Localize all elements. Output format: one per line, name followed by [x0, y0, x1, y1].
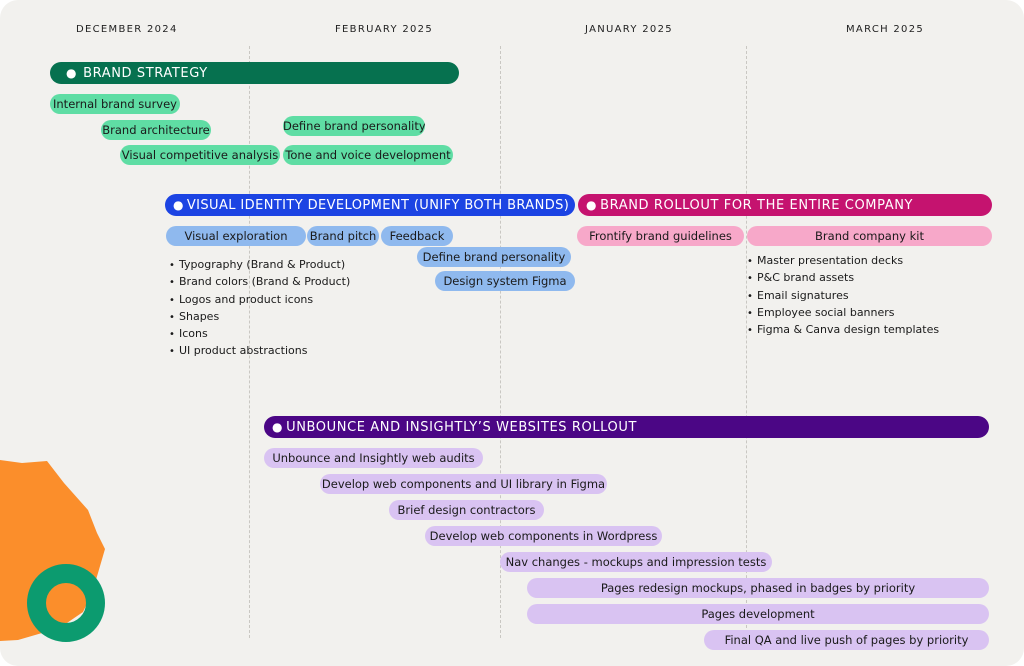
- list-item: Email signatures: [747, 288, 939, 305]
- task-feedback: Feedback: [381, 226, 453, 246]
- green-ring-shape: [27, 564, 105, 642]
- bullet-dot-icon: ●: [586, 198, 598, 212]
- list-item: Shapes: [169, 309, 350, 326]
- task-internal-brand-survey: Internal brand survey: [50, 94, 180, 114]
- list-item: Figma & Canva design templates: [747, 322, 939, 339]
- task-pages-redesign-mockups: Pages redesign mockups, phased in badges…: [527, 578, 989, 598]
- task-visual-competitive-analysis: Visual competitive analysis: [120, 145, 280, 165]
- month-label-1: DECEMBER 2024: [76, 24, 178, 35]
- bullet-dot-icon: ●: [66, 66, 78, 80]
- list-item: Logos and product icons: [169, 292, 350, 309]
- task-web-components-wordpress: Develop web components in Wordpress: [425, 526, 662, 546]
- list-item: Brand colors (Brand & Product): [169, 274, 350, 291]
- task-brand-pitch: Brand pitch: [307, 226, 379, 246]
- brand-rollout-bar: ●BRAND ROLLOUT FOR THE ENTIRE COMPANY: [578, 194, 992, 216]
- task-nav-changes: Nav changes - mockups and impression tes…: [500, 552, 772, 572]
- list-item: UI product abstractions: [169, 343, 350, 360]
- bullet-dot-icon: ●: [272, 420, 284, 434]
- websites-rollout-bar: ●UNBOUNCE AND INSIGHTLY’S WEBSITES ROLLO…: [264, 416, 989, 438]
- task-define-brand-personality: Define brand personality: [283, 116, 425, 136]
- orange-blob-shape: [0, 460, 105, 641]
- visual-identity-title: VISUAL IDENTITY DEVELOPMENT (UNIFY BOTH …: [186, 198, 570, 213]
- brand-rollout-deliverables-list: Master presentation decks P&C brand asse…: [747, 253, 939, 339]
- task-define-brand-personality-2: Define brand personality: [417, 247, 571, 267]
- task-pages-development: Pages development: [527, 604, 989, 624]
- websites-rollout-title: UNBOUNCE AND INSIGHTLY’S WEBSITES ROLLOU…: [286, 420, 638, 435]
- task-brief-design-contractors: Brief design contractors: [389, 500, 544, 520]
- month-divider: [500, 46, 501, 638]
- visual-identity-bar: ●VISUAL IDENTITY DEVELOPMENT (UNIFY BOTH…: [165, 194, 575, 216]
- task-brand-architecture: Brand architecture: [101, 120, 211, 140]
- visual-identity-deliverables-list: Typography (Brand & Product) Brand color…: [169, 257, 350, 361]
- task-tone-and-voice-development: Tone and voice development: [283, 145, 453, 165]
- task-web-components-figma: Develop web components and UI library in…: [320, 474, 607, 494]
- task-brand-company-kit: Brand company kit: [747, 226, 992, 246]
- list-item: Employee social banners: [747, 305, 939, 322]
- month-label-2: FEBRUARY 2025: [335, 24, 433, 35]
- month-label-3: JANUARY 2025: [585, 24, 673, 35]
- list-item: P&C brand assets: [747, 270, 939, 287]
- brand-strategy-title: BRAND STRATEGY: [83, 66, 208, 81]
- task-frontify-brand-guidelines: Frontify brand guidelines: [577, 226, 744, 246]
- month-label-4: MARCH 2025: [846, 24, 925, 35]
- brand-strategy-bar: ● BRAND STRATEGY: [50, 62, 459, 84]
- task-visual-exploration: Visual exploration: [166, 226, 306, 246]
- list-item: Typography (Brand & Product): [169, 257, 350, 274]
- bullet-dot-icon: ●: [173, 198, 184, 212]
- task-final-qa: Final QA and live push of pages by prior…: [704, 630, 989, 650]
- task-design-system-figma: Design system Figma: [435, 271, 575, 291]
- list-item: Icons: [169, 326, 350, 343]
- list-item: Master presentation decks: [747, 253, 939, 270]
- brand-rollout-title: BRAND ROLLOUT FOR THE ENTIRE COMPANY: [600, 198, 914, 213]
- task-web-audits: Unbounce and Insightly web audits: [264, 448, 483, 468]
- month-divider: [746, 46, 747, 638]
